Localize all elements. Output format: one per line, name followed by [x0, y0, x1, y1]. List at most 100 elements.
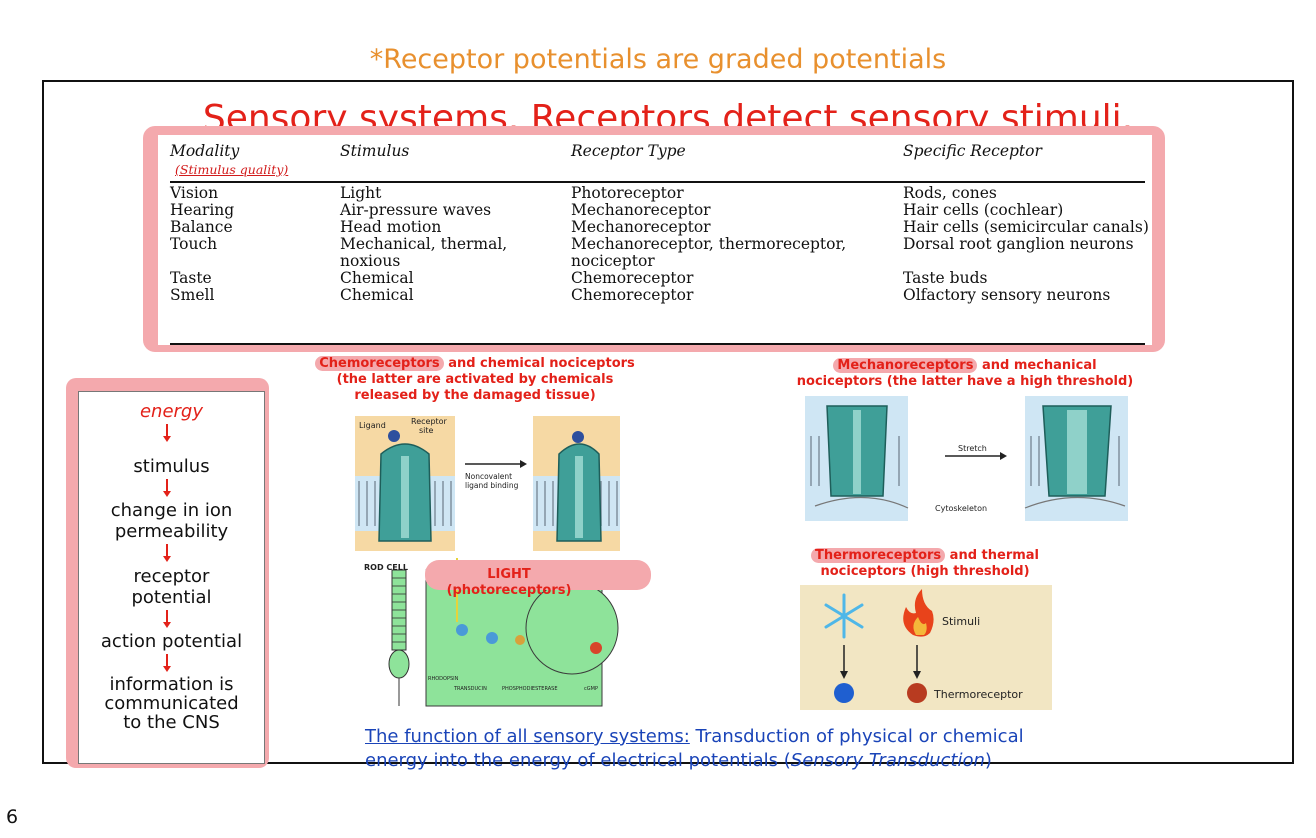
- cell: Mechanoreceptor, thermoreceptor, nocicep…: [571, 235, 847, 270]
- header-specific-receptor: Specific Receptor: [903, 142, 1042, 160]
- cell: Mechanoreceptor: [571, 218, 711, 236]
- cell: Olfactory sensory neurons: [903, 286, 1111, 304]
- flow-info-2: communicated: [104, 693, 239, 714]
- flow-ion-2: permeability: [114, 521, 229, 542]
- thermoreceptor-figure: Stimuli Thermoreceptor: [800, 585, 1052, 710]
- function-link[interactable]: The function of all sensory systems:: [365, 726, 690, 747]
- thermo-line2: nociceptors (high threshold): [820, 564, 1030, 579]
- cell: Light: [340, 184, 382, 202]
- table-header-rule: [170, 181, 1145, 183]
- mechano-stretch-label: Stretch: [958, 444, 987, 453]
- cell: Hair cells (semicircular canals): [903, 218, 1149, 236]
- function-statement: The function of all sensory systems: Tra…: [365, 725, 1024, 773]
- photoreceptor-figure: ROD CELL RHODOPSIN TRANSDUCIN PHOSPHODIE…: [364, 558, 619, 707]
- flow-arrow-3: [163, 544, 171, 562]
- cell: Head motion: [340, 218, 442, 236]
- cell: Mechanoreceptor: [571, 201, 711, 219]
- table-paper: [158, 135, 1152, 345]
- light-label: LIGHT (photoreceptors): [446, 567, 572, 598]
- cell: Photoreceptor: [571, 184, 684, 202]
- flow-info-1: information is: [109, 674, 234, 695]
- slide-frame: [42, 80, 1294, 764]
- cell: Hearing: [170, 201, 235, 219]
- table-row: Balance Head motion Mechanoreceptor Hair…: [158, 219, 1152, 236]
- stimulus-quality-label: (Stimulus quality): [175, 162, 289, 177]
- flow-rp-2: potential: [131, 587, 212, 608]
- cell: Air-pressure waves: [340, 201, 492, 219]
- chemo-line3: released by the damaged tissue): [354, 388, 596, 403]
- chemo-highlight: Chemoreceptors: [315, 356, 444, 371]
- cell: Vision: [170, 184, 219, 202]
- chemo-line2: (the latter are activated by chemicals: [336, 372, 614, 387]
- header-modality: Modality: [170, 142, 240, 160]
- cell: Chemical: [340, 286, 414, 304]
- transducin-label: TRANSDUCIN: [453, 686, 487, 692]
- chemo-site-label-1: Receptor: [411, 417, 448, 426]
- function-italic: Sensory Transduction: [790, 750, 985, 771]
- function-text-2a: energy into the energy of electrical pot…: [365, 750, 791, 771]
- mechano-line1: and mechanical: [977, 358, 1097, 373]
- thermoreceptor-label: Thermoreceptor: [933, 688, 1023, 701]
- stimuli-label: Stimuli: [942, 615, 980, 628]
- cell: Smell: [170, 286, 215, 304]
- thermo-caption: Thermoreceptors and thermal nociceptors …: [790, 548, 1060, 580]
- flow-info-3: to the CNS: [123, 712, 220, 733]
- chemo-ligand-label: Ligand: [359, 421, 386, 430]
- flow-action-potential: action potential: [100, 631, 243, 652]
- cell: Dorsal root ganglion neurons: [903, 235, 1134, 253]
- thermo-highlight: Thermoreceptors: [810, 548, 946, 563]
- rhodopsin-label: RHODOPSIN: [428, 676, 459, 682]
- header-stimulus: Stimulus: [340, 142, 410, 160]
- flow-arrow-1: [163, 424, 171, 442]
- chemo-arrow-label-2: ligand binding: [465, 481, 519, 490]
- cell: Touch: [170, 235, 218, 253]
- cell: Mechanical, thermal, noxious: [340, 235, 508, 270]
- mechanoreceptor-figure: Stretch Cytoskeleton: [805, 396, 1128, 521]
- table-row: Smell Chemical Chemoreceptor Olfactory s…: [158, 287, 1152, 304]
- flow-arrow-2: [163, 479, 171, 497]
- cold-receptor-icon: [834, 683, 854, 703]
- flow-arrow-5: [163, 654, 171, 672]
- flow-arrow-4: [163, 610, 171, 628]
- flow-stimulus: stimulus: [133, 456, 210, 477]
- chemo-site-label-2: site: [419, 426, 434, 435]
- table-row: Hearing Air-pressure waves Mechanorecept…: [158, 202, 1152, 219]
- header-receptor-type: Receptor Type: [571, 142, 686, 160]
- cell: Taste: [170, 269, 212, 287]
- flow-box: [78, 391, 265, 764]
- cgmp-label: cGMP: [584, 686, 598, 692]
- chemo-caption: Chemoreceptors and chemical nociceptors …: [290, 356, 660, 404]
- flow-energy: energy: [139, 401, 204, 422]
- cell: Chemical: [340, 269, 414, 287]
- pde-label: PHOSPHODIESTERASE: [502, 686, 558, 692]
- table-header-row: Modality Stimulus Receptor Type Specific…: [158, 142, 1152, 166]
- chemo-arrow-label-1: Noncovalent: [465, 472, 512, 481]
- warm-receptor-icon: [907, 683, 927, 703]
- cell: Rods, cones: [903, 184, 997, 202]
- table-row: Touch Mechanical, thermal, noxious Mecha…: [158, 236, 1152, 270]
- slide-number: 6: [6, 806, 19, 828]
- function-text-1: Transduction of physical or chemical: [689, 726, 1024, 747]
- table-row: Taste Chemical Chemoreceptor Taste buds: [158, 270, 1152, 287]
- function-text-2b: ): [984, 750, 992, 771]
- chemo-line1: and chemical nociceptors: [443, 356, 635, 371]
- graded-potential-note: *Receptor potentials are graded potentia…: [369, 44, 947, 75]
- mechano-line2: nociceptors (the latter have a high thre…: [796, 374, 1134, 389]
- cell: Balance: [170, 218, 233, 236]
- cell: Chemoreceptor: [571, 286, 694, 304]
- thermo-line1: and thermal: [945, 548, 1040, 563]
- rod-cell-label: ROD CELL: [364, 563, 408, 572]
- cell: Chemoreceptor: [571, 269, 694, 287]
- cell: Taste buds: [903, 269, 988, 287]
- cell: Hair cells (cochlear): [903, 201, 1064, 219]
- mechano-cytoskeleton-label: Cytoskeleton: [935, 504, 987, 513]
- snowflake-icon: [824, 593, 864, 639]
- table-row: Vision Light Photoreceptor Rods, cones: [158, 185, 1152, 202]
- light-label-box: [425, 560, 651, 590]
- table-bottom-rule: [170, 343, 1145, 345]
- flow-ion-1: change in ion: [110, 500, 233, 521]
- sensory-systems-table: Modality Stimulus Receptor Type Specific…: [158, 142, 1152, 304]
- chemoreceptor-figure: Ligand Receptor site Noncovalent ligand …: [355, 416, 620, 551]
- mechano-caption: Mechanoreceptors and mechanical nocicept…: [775, 358, 1155, 390]
- flow-rp-1: receptor: [133, 566, 210, 587]
